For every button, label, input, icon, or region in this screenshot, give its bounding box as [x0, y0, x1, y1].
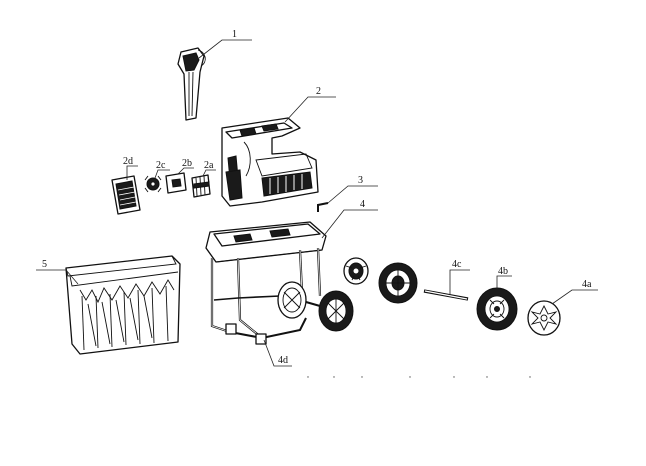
part-2a-roller	[191, 174, 211, 198]
callout-label-2a: 2a	[204, 160, 214, 171]
part-2b-cutter-plate	[165, 172, 187, 194]
callout-label-2b: 2b	[182, 158, 192, 169]
callout-2c: 2c	[154, 160, 170, 179]
part-5-collection-bin	[65, 255, 181, 355]
callout-4d: 4d	[263, 339, 292, 367]
callout-4a: 4a	[551, 279, 598, 305]
part-2-motor-housing	[221, 117, 319, 207]
callout-4b: 4b	[496, 266, 512, 289]
callout-4: 4	[321, 199, 378, 239]
callout-2: 2	[284, 86, 336, 123]
callout-label-4d: 4d	[278, 355, 288, 366]
part-4c-axle	[423, 289, 469, 301]
callout-2a: 2a	[202, 160, 216, 177]
callout-3: 3	[327, 175, 378, 204]
part-1-handle	[177, 47, 206, 121]
callout-label-2c: 2c	[156, 160, 166, 171]
part-4b-wheel	[476, 287, 518, 331]
part-4-frame	[205, 221, 354, 345]
callout-label-4b: 4b	[498, 266, 508, 277]
part-wheel-hub-small	[343, 257, 369, 285]
callout-label-2d: 2d	[123, 156, 133, 167]
part-wheel-rim	[378, 262, 418, 304]
part-3-pin	[317, 202, 329, 212]
callout-label-4c: 4c	[452, 259, 462, 270]
part-4a-hubcap	[527, 300, 561, 336]
callout-label-5: 5	[42, 259, 47, 270]
callout-label-3: 3	[358, 175, 363, 186]
callout-5: 5	[36, 259, 79, 285]
callout-2d: 2d	[123, 156, 138, 180]
scan-artifact-dots	[307, 376, 531, 378]
part-2d-grille	[111, 175, 141, 215]
part-2c-fan	[144, 175, 162, 193]
callout-2b: 2b	[177, 158, 194, 175]
callout-label-4: 4	[360, 199, 365, 210]
callout-label-1: 1	[232, 29, 237, 40]
callout-label-2: 2	[316, 86, 321, 97]
callout-1: 1	[198, 29, 252, 59]
callout-4c: 4c	[449, 259, 470, 295]
callout-label-4a: 4a	[582, 279, 592, 290]
